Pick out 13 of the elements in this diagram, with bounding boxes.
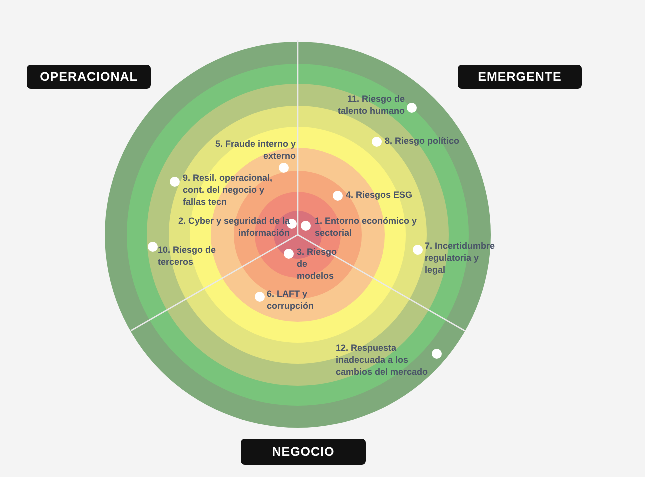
risk-label: 5. Fraude interno y externo (214, 138, 296, 162)
risk-label: 8. Riesgo político (385, 135, 475, 147)
risk-label: 10. Riesgo de terceros (158, 244, 228, 268)
risk-label: 9. Resil. operacional, cont. del negocio y fallas tecn (183, 172, 283, 208)
risk-label: 12. Respuesta inadecuada a los cambios del mercado (336, 342, 436, 378)
risk-label: 11. Riesgo de talento humano (325, 93, 405, 117)
category-label: OPERACIONAL (27, 65, 151, 89)
risk-label: 1. Entorno económico y sectorial (315, 215, 425, 239)
category-label: EMERGENTE (458, 65, 582, 89)
category-label: NEGOCIO (241, 439, 366, 465)
risk-label: 2. Cyber y seguridad de la información (175, 215, 290, 239)
risk-label: 6. LAFT y corrupción (267, 288, 337, 312)
risk-label: 4. Riesgos ESG (346, 189, 426, 201)
